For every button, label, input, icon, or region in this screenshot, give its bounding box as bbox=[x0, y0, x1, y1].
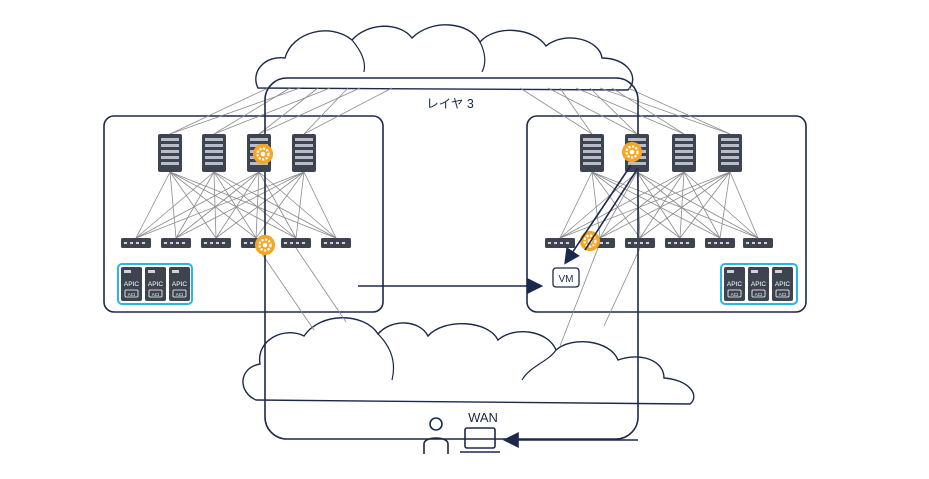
pod-right bbox=[526, 115, 807, 313]
apic-controller-icon: APIC ACI bbox=[772, 267, 793, 301]
leaf-switch-icon bbox=[705, 238, 735, 248]
fabric-links bbox=[135, 87, 759, 347]
gear-icon bbox=[252, 143, 274, 165]
right-fabric-mesh bbox=[559, 171, 759, 239]
vm-icon: VM bbox=[552, 267, 580, 288]
leaf-switch-icon bbox=[743, 238, 773, 248]
svg-text:APIC: APIC bbox=[148, 281, 163, 288]
leaf-switch-icon bbox=[625, 238, 655, 248]
spine-switch-icon bbox=[202, 134, 226, 172]
left-fabric-mesh bbox=[135, 171, 337, 239]
leaf-switch-icon bbox=[321, 238, 351, 248]
svg-text:APIC: APIC bbox=[172, 281, 187, 288]
layer3-cloud bbox=[255, 24, 634, 91]
user-icon bbox=[423, 417, 449, 454]
leaf-switch-icon bbox=[665, 238, 695, 248]
apic-controller-icon: APIC ACI bbox=[145, 267, 166, 301]
gear-icon bbox=[254, 234, 276, 256]
layer3-label: レイヤ 3 bbox=[426, 97, 474, 111]
svg-text:ACI: ACI bbox=[152, 292, 160, 297]
spine-switch-icon bbox=[292, 134, 316, 172]
apic-cluster-left: APIC ACI APIC ACI APIC ACI bbox=[117, 263, 193, 305]
migration-arrows bbox=[564, 164, 639, 265]
spine-uplinks bbox=[169, 87, 731, 135]
svg-text:ACI: ACI bbox=[128, 292, 136, 297]
svg-text:ACI: ACI bbox=[176, 292, 184, 297]
apic-controller-icon: APIC ACI bbox=[121, 267, 142, 301]
right-spines bbox=[580, 134, 742, 172]
apic-controller-icon: APIC ACI bbox=[724, 267, 745, 301]
svg-text:ACI: ACI bbox=[779, 292, 787, 297]
left-spines bbox=[158, 134, 316, 172]
svg-text:APIC: APIC bbox=[775, 281, 790, 288]
svg-text:APIC: APIC bbox=[124, 281, 139, 288]
vm-label: VM bbox=[559, 274, 574, 285]
apic-controller-icon: APIC ACI bbox=[748, 267, 769, 301]
leaf-switch-icon bbox=[281, 238, 311, 248]
leaf-switch-icon bbox=[545, 238, 575, 248]
leaf-switch-icon bbox=[121, 238, 151, 248]
apic-cluster-right: APIC ACI APIC ACI APIC ACI bbox=[720, 263, 798, 305]
leaf-switch-icon bbox=[161, 238, 191, 248]
laptop-icon bbox=[460, 427, 500, 453]
wan-cloud bbox=[242, 317, 695, 405]
wan-label: WAN bbox=[468, 410, 498, 425]
apic-controller-icon: APIC ACI bbox=[169, 267, 190, 301]
gear-icon bbox=[621, 141, 643, 163]
spine-switch-icon bbox=[158, 134, 182, 172]
svg-text:APIC: APIC bbox=[727, 281, 742, 288]
spine-switch-icon bbox=[672, 134, 696, 172]
spine-switch-icon bbox=[718, 134, 742, 172]
leaf-switch-icon bbox=[201, 238, 231, 248]
spine-switch-icon bbox=[580, 134, 604, 172]
leaf-wan-links bbox=[257, 247, 641, 347]
left-leaves bbox=[121, 238, 351, 248]
l3-path-frame bbox=[264, 77, 639, 440]
svg-text:ACI: ACI bbox=[755, 292, 763, 297]
svg-text:ACI: ACI bbox=[731, 292, 739, 297]
svg-text:APIC: APIC bbox=[751, 281, 766, 288]
